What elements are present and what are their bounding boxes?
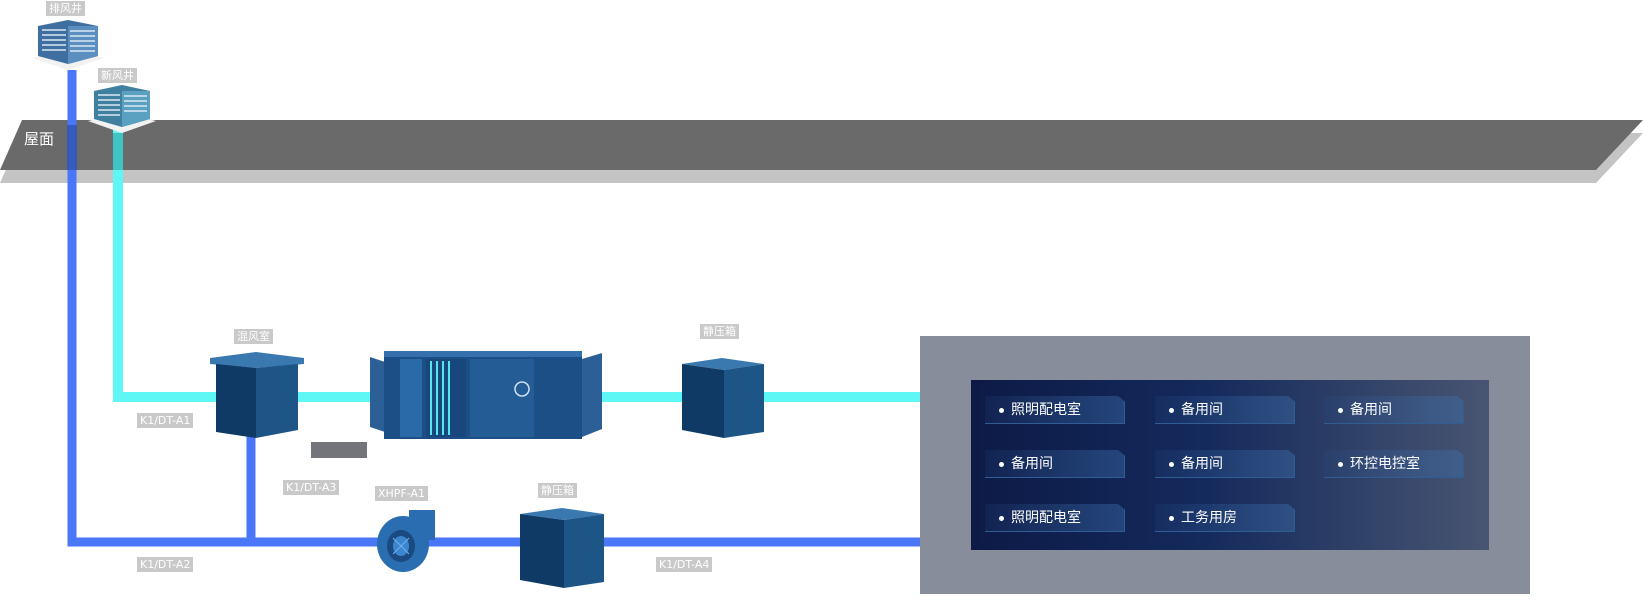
- fresh-air-duct: [113, 125, 944, 402]
- duct-label-a4: K1/DT-A4: [656, 557, 713, 572]
- duct-label-a1: K1/DT-A1: [137, 413, 194, 428]
- plenum-top-icon: [682, 358, 764, 438]
- fresh-shaft-icon: [88, 85, 156, 133]
- plenum-bottom-label: 静压箱: [538, 483, 577, 498]
- room-list: 照明配电室 备用间 备用间 备用间 备用间 环控电控室 照明配电室 工务用房: [971, 380, 1489, 550]
- room-item[interactable]: 环控电控室: [1324, 450, 1464, 478]
- plenum-bottom-icon: [520, 508, 604, 588]
- exhaust-shaft-label: 排风井: [46, 1, 85, 16]
- fan-icon: [377, 510, 435, 572]
- duct-label-a3: K1/DT-A3: [283, 480, 340, 495]
- plenum-top-label: 静压箱: [700, 324, 739, 339]
- served-rooms-panel: 照明配电室 备用间 备用间 备用间 备用间 环控电控室 照明配电室 工务用房: [920, 336, 1530, 594]
- fresh-shaft-label: 新风井: [98, 68, 137, 83]
- fan-label: XHPF-A1: [375, 486, 429, 501]
- roof-label: 屋面: [24, 130, 55, 148]
- room-item[interactable]: 备用间: [1324, 396, 1464, 424]
- duct-label-a2: K1/DT-A2: [137, 557, 194, 572]
- room-item[interactable]: 照明配电室: [985, 504, 1125, 532]
- mixing-room-label: 混风室: [234, 329, 273, 344]
- damper-block: [311, 442, 367, 458]
- room-item[interactable]: 备用间: [985, 450, 1125, 478]
- exhaust-duct: [67, 70, 944, 547]
- room-item[interactable]: 工务用房: [1155, 504, 1295, 532]
- room-item[interactable]: 备用间: [1155, 396, 1295, 424]
- mixing-room-icon: [210, 352, 304, 438]
- room-item[interactable]: 照明配电室: [985, 396, 1125, 424]
- room-item[interactable]: 备用间: [1155, 450, 1295, 478]
- exhaust-shaft-icon: [32, 20, 104, 70]
- air-handling-unit-icon: [370, 351, 602, 439]
